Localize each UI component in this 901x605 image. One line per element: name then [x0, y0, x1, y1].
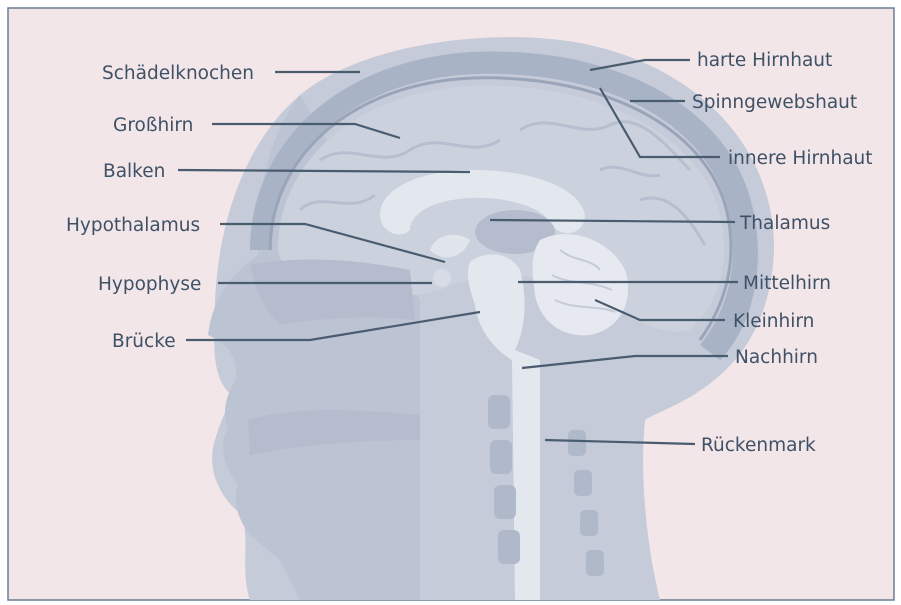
label-skull: Schädelknochen — [102, 63, 254, 84]
label-thalamus: Thalamus — [739, 213, 830, 234]
label-cerebellum: Kleinhirn — [733, 311, 814, 332]
label-pituitary: Hypophyse — [98, 274, 201, 295]
label-medulla: Nachhirn — [735, 347, 818, 368]
label-dura-mater: harte Hirnhaut — [697, 50, 832, 71]
label-pia-mater: innere Hirnhaut — [728, 148, 873, 169]
label-hypothalamus: Hypothalamus — [66, 215, 200, 236]
label-pons: Brücke — [112, 331, 176, 352]
label-midbrain: Mittelhirn — [743, 273, 831, 294]
label-arachnoid: Spinngewebshaut — [692, 92, 857, 113]
pituitary-gland — [433, 269, 451, 287]
label-cerebrum: Großhirn — [113, 115, 193, 136]
nasal-cavity — [250, 260, 415, 325]
label-corpus-callosum: Balken — [103, 161, 165, 182]
label-spinal-cord: Rückenmark — [701, 435, 816, 456]
